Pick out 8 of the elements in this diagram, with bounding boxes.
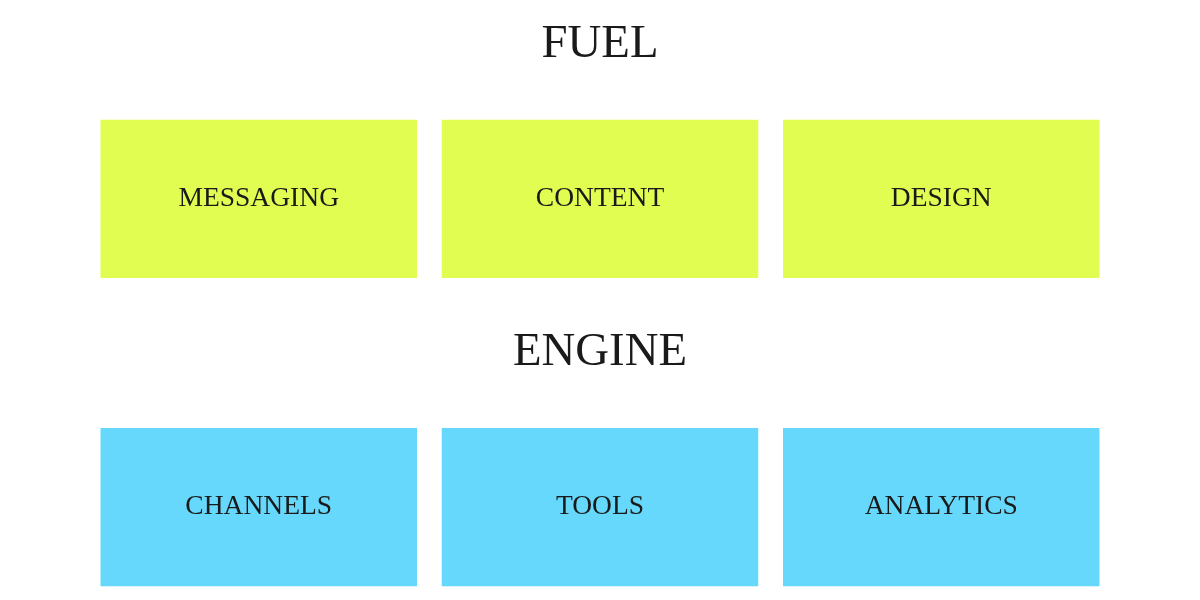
- label: ENGINE: [512, 322, 688, 375]
- node-box: CHANNELS: [100, 427, 417, 587]
- label: FUEL: [541, 14, 659, 67]
- node-box: CONTENT: [441, 119, 759, 278]
- node-box: TOOLS: [441, 427, 759, 587]
- node-box: ANALYTICS: [783, 427, 1100, 587]
- node-box: MESSAGING: [100, 119, 417, 278]
- node-box: DESIGN: [783, 119, 1100, 278]
